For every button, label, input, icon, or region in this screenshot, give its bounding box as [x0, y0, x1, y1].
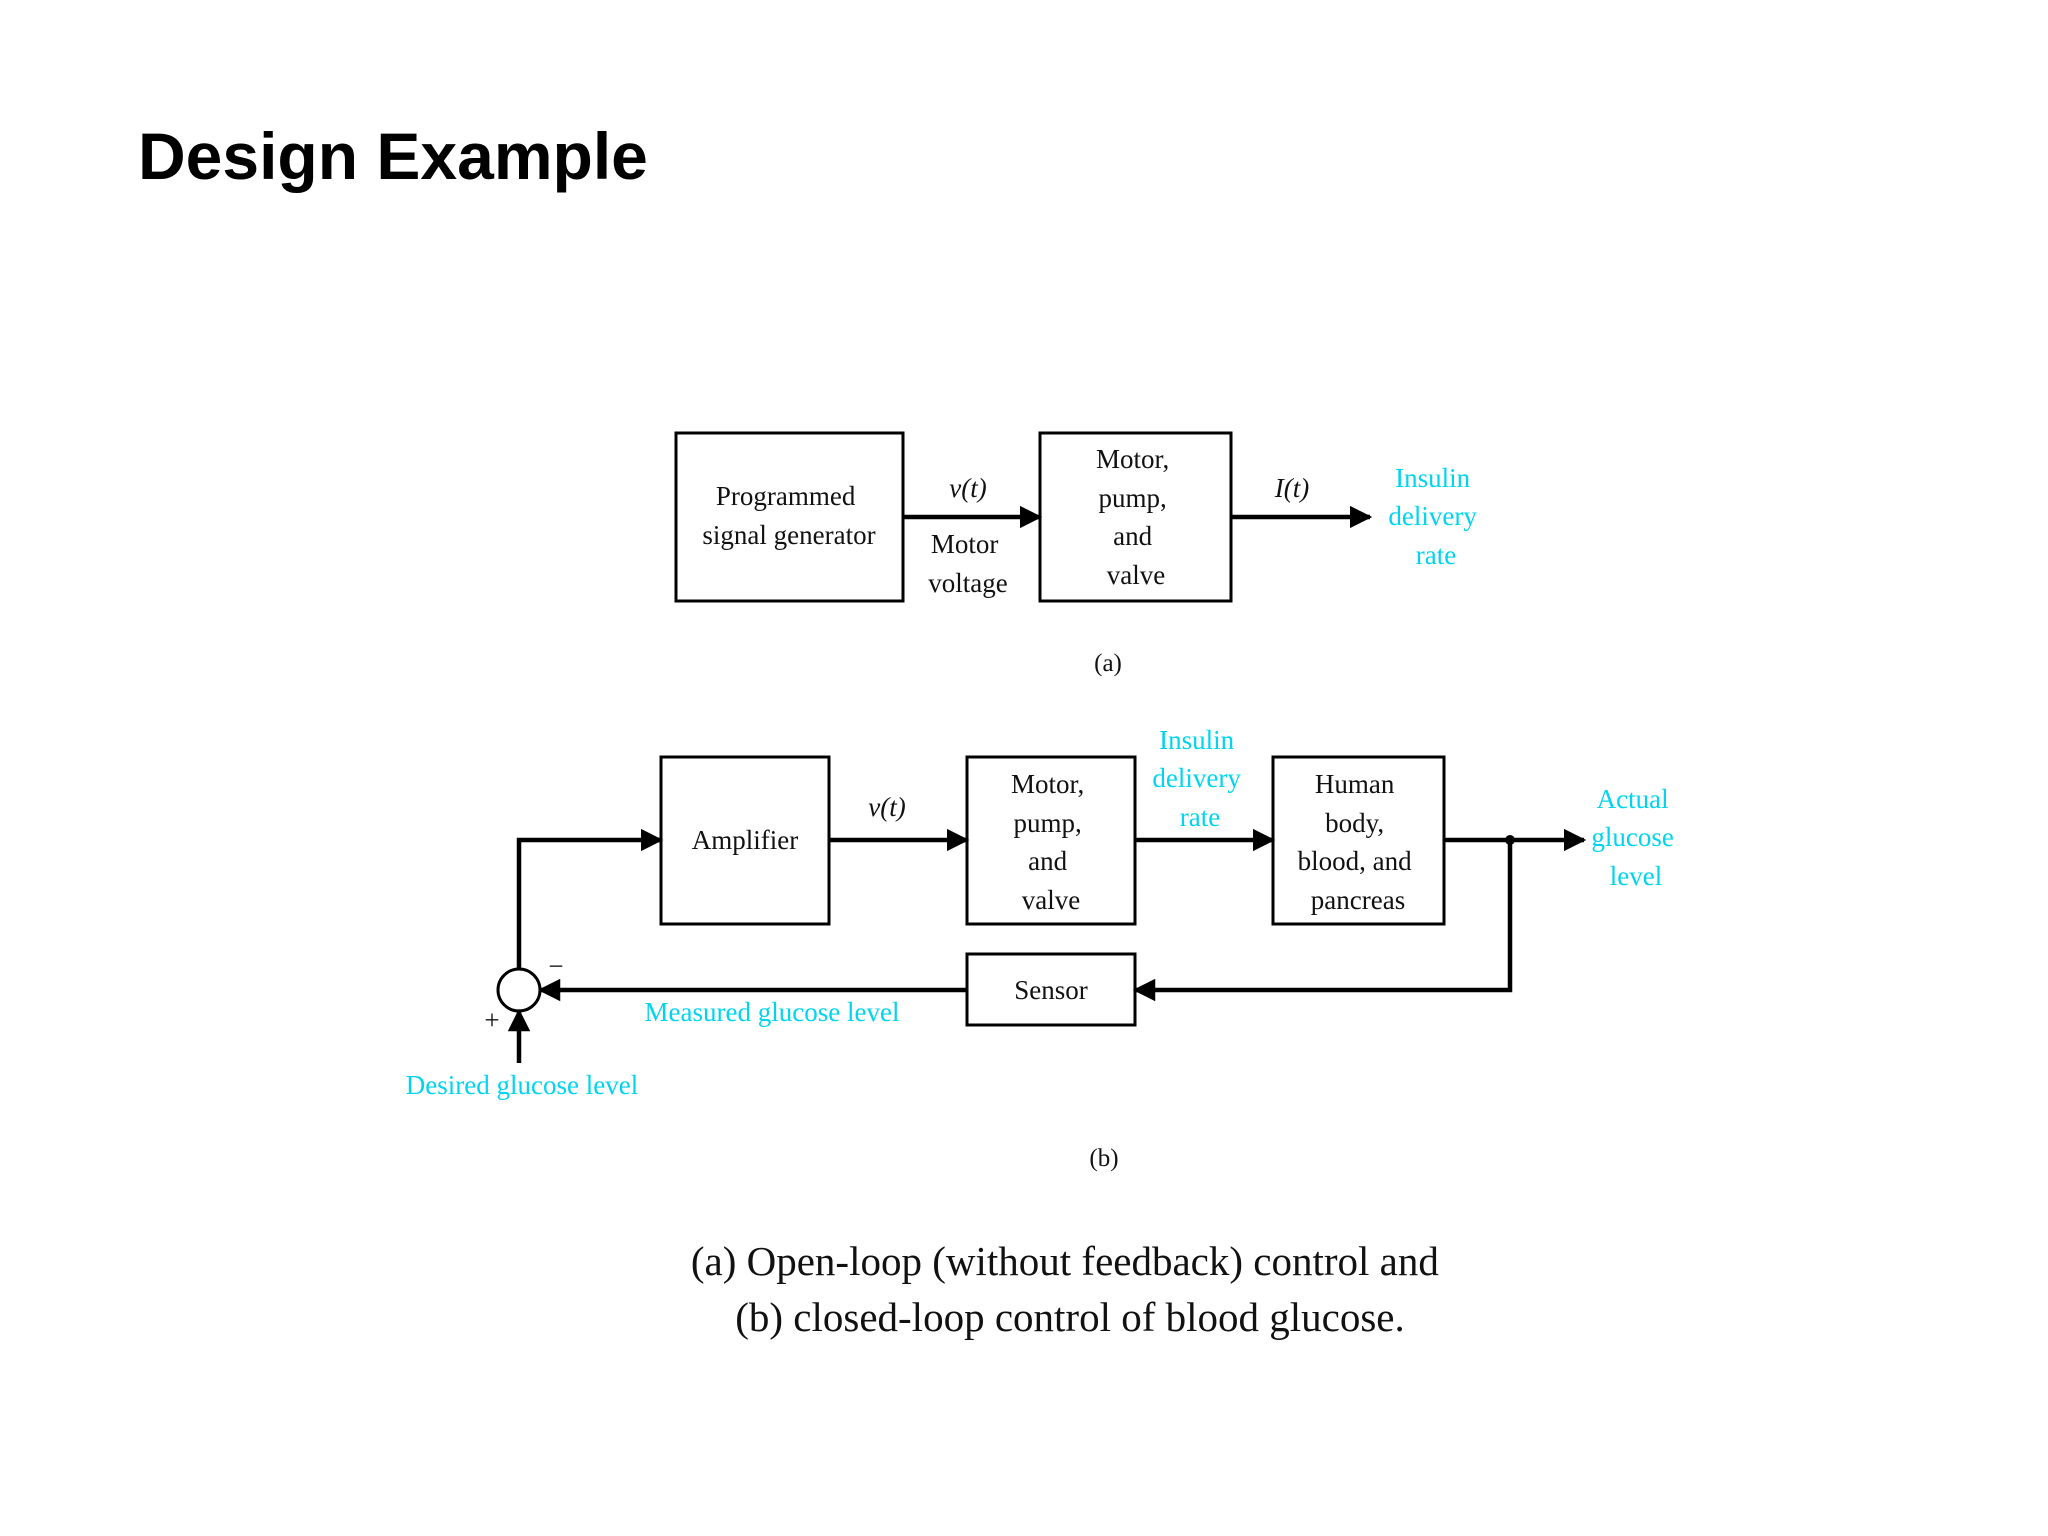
arrow-feedback-to-sensor	[1132, 840, 1513, 1002]
diagram-b-label: (b)	[1089, 1145, 1118, 1172]
block-sensor-label: Sensor	[1014, 975, 1088, 1005]
signal-desired-glucose-level: Desired glucose level	[406, 1070, 638, 1100]
signal-i-symbol: I(t)	[1274, 473, 1309, 503]
summing-junction	[496, 967, 542, 1013]
block-signal-generator	[674, 431, 905, 603]
block-amplifier-label: Amplifier	[692, 825, 798, 855]
signal-measured-glucose-level: Measured glucose level	[645, 997, 900, 1027]
slide-title: Design Example	[138, 119, 648, 193]
signal-v-symbol-b: v(t)	[868, 792, 905, 822]
signal-motor-voltage-label: Motor voltage	[928, 529, 1007, 598]
diagram-b-closed-loop: Amplifier Motor, pump, and valve Human b…	[406, 725, 1680, 1172]
block-signal-generator-label: Programmed signal generator	[702, 481, 875, 550]
signal-actual-glucose-level: Actual glucose level	[1591, 784, 1680, 891]
diagram-a-open-loop: Programmed signal generator Motor, pump,…	[674, 431, 1483, 677]
signal-insulin-delivery-rate-a: Insulin delivery rate	[1388, 463, 1483, 570]
block-motor-pump-valve-a-label: Motor, pump, and valve	[1096, 444, 1176, 590]
figure-caption: (a) Open-loop (without feedback) control…	[691, 1238, 1449, 1340]
diagram-a-label: (a)	[1094, 650, 1122, 677]
block-sensor	[965, 952, 1137, 1027]
block-human-body	[1271, 755, 1446, 926]
junction-plus-sign: +	[484, 1005, 499, 1035]
block-motor-pump-valve-b-label: Motor, pump, and valve	[1011, 769, 1091, 915]
signal-v-symbol-a: v(t)	[949, 473, 986, 503]
junction-minus-sign: −	[548, 951, 563, 981]
block-human-body-label: Human body, blood, and pancreas	[1298, 769, 1419, 915]
signal-insulin-delivery-rate-b: Insulin delivery rate	[1152, 725, 1247, 832]
arrow-junction-to-amp	[516, 828, 664, 969]
